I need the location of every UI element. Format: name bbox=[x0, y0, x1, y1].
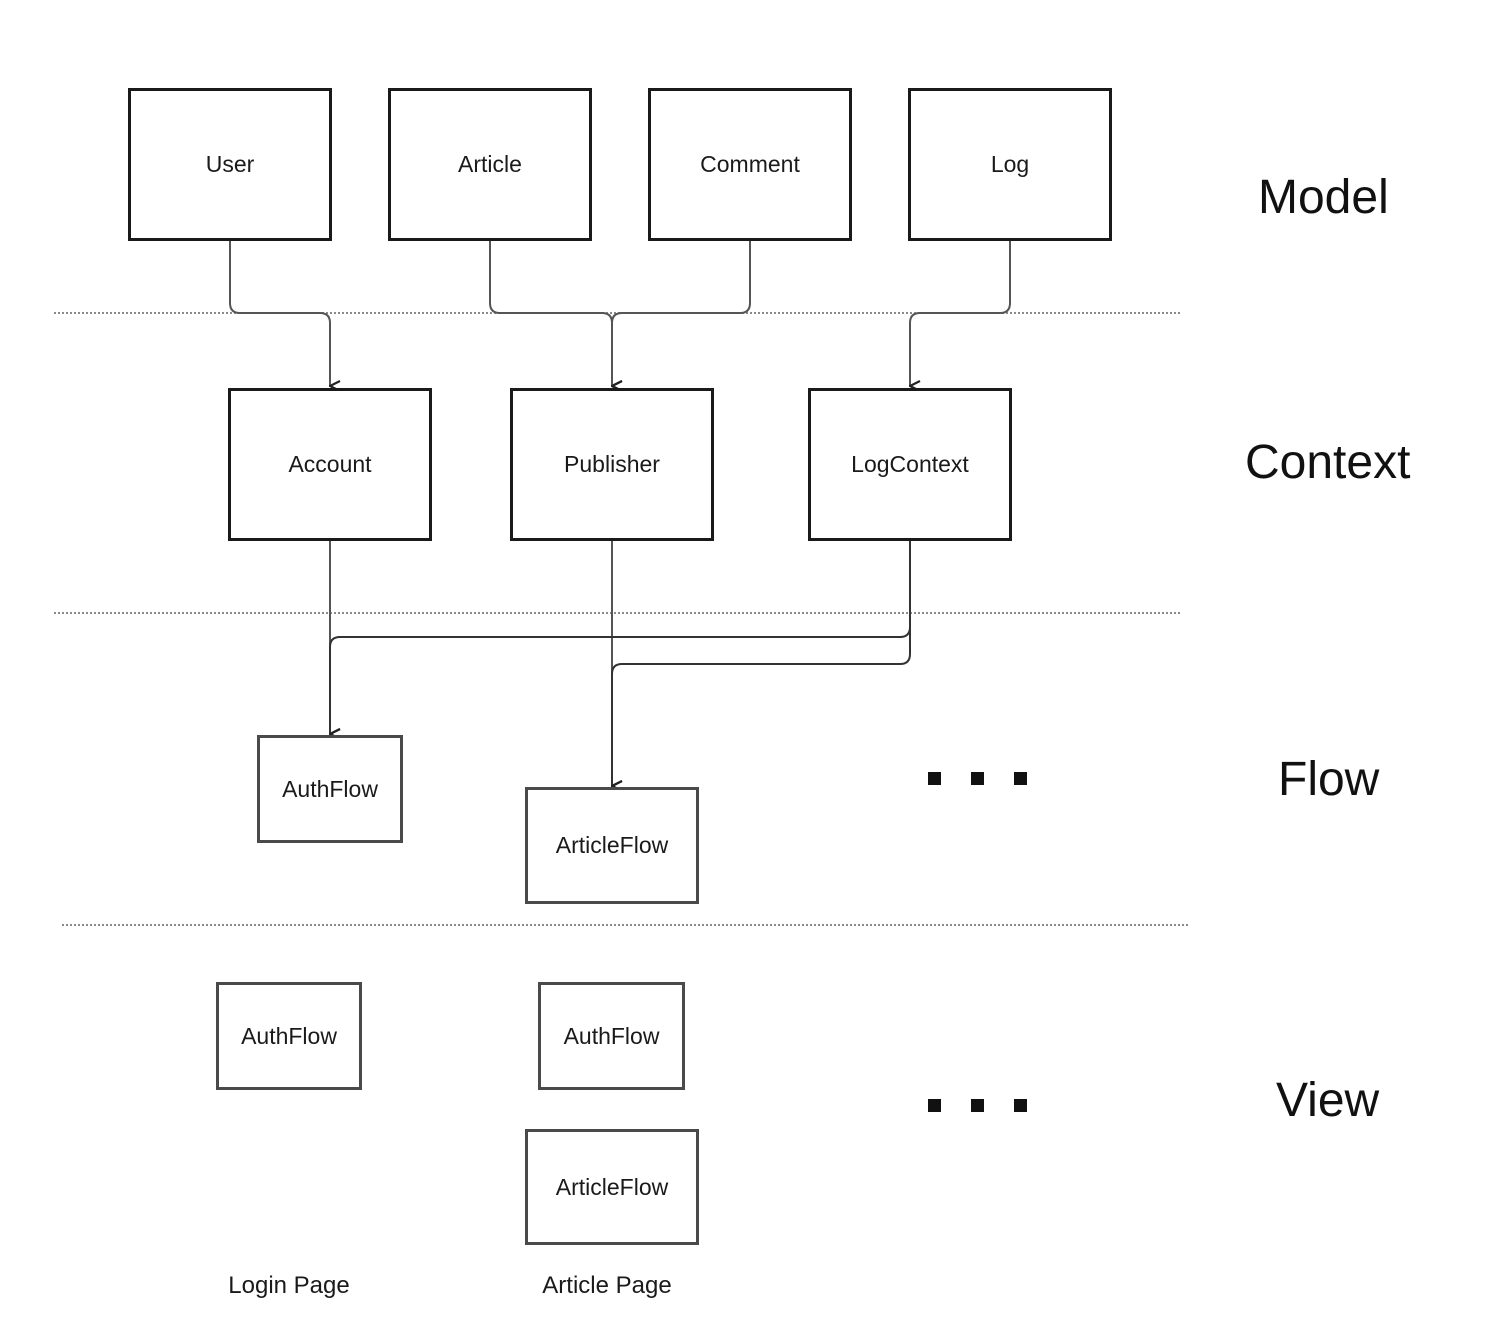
context-box-account: Account bbox=[228, 388, 432, 541]
article-page-caption: Article Page bbox=[542, 1272, 672, 1299]
ellipsis-dot bbox=[1014, 772, 1027, 785]
layer-label-model: Model bbox=[1258, 171, 1389, 224]
model-box-comment: Comment bbox=[648, 88, 852, 241]
view-login-authflow-box: AuthFlow bbox=[216, 982, 362, 1090]
connector-comment-publisher bbox=[611, 241, 751, 386]
view-article-authflow-box: AuthFlow bbox=[538, 982, 685, 1090]
model-box-log: Log bbox=[908, 88, 1112, 241]
view-ellipsis bbox=[928, 1099, 1027, 1112]
layer-label-flow: Flow bbox=[1278, 753, 1380, 806]
connector-logcontext-authflow bbox=[329, 541, 911, 734]
connector-article-publisher bbox=[489, 241, 612, 386]
login-page-caption: Login Page bbox=[228, 1272, 350, 1299]
layer-label-context: Context bbox=[1245, 436, 1411, 489]
ellipsis-dot bbox=[928, 772, 941, 785]
context-box-logcontext: LogContext bbox=[808, 388, 1012, 541]
model-box-article: Article bbox=[388, 88, 592, 241]
ellipsis-dot bbox=[971, 772, 984, 785]
ellipsis-dot bbox=[928, 1099, 941, 1112]
context-box-publisher: Publisher bbox=[510, 388, 714, 541]
flow-ellipsis bbox=[928, 772, 1027, 785]
connector-user-account bbox=[229, 241, 330, 386]
layer-label-view: View bbox=[1276, 1074, 1380, 1127]
connector-logcontext-articleflow bbox=[611, 541, 911, 786]
connector-log-logcontext bbox=[909, 241, 1011, 386]
flow-box-authflow: AuthFlow bbox=[257, 735, 403, 843]
ellipsis-dot bbox=[971, 1099, 984, 1112]
flow-box-articleflow: ArticleFlow bbox=[525, 787, 699, 904]
model-box-user: User bbox=[128, 88, 332, 241]
ellipsis-dot bbox=[1014, 1099, 1027, 1112]
view-article-articleflow-box: ArticleFlow bbox=[525, 1129, 699, 1245]
